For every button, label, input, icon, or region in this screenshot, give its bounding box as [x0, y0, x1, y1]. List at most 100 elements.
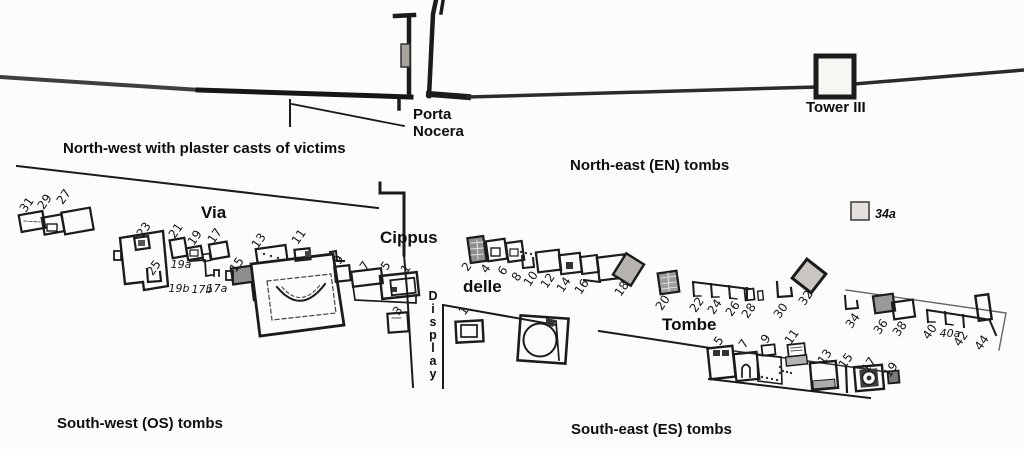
tomb-11-monument-core: [305, 251, 311, 257]
nw-enclosure-top: [290, 102, 406, 128]
tomb-17-es: [852, 363, 886, 393]
tomb-17ab-bracket: [213, 269, 220, 277]
tomb-7-es-altar: [741, 363, 751, 378]
tower-iii-structure: [813, 53, 857, 100]
tomb-11-inner-dashed: [266, 273, 337, 321]
es-north-boundary: [597, 329, 712, 350]
tomb-26-tooth: [727, 284, 732, 300]
tomb-17-es-dot: [866, 375, 872, 381]
tomb-29-inner: [46, 223, 58, 232]
tomb-30-bracket: [775, 280, 794, 299]
tomb-24-tooth: [709, 282, 714, 299]
label-tomb-34a: 34a: [875, 207, 896, 221]
tomb-20-hatch-4: [667, 272, 670, 292]
tomb-label-22: 22: [687, 294, 707, 315]
label-tombe: Tombe: [662, 315, 717, 334]
tomb-label-38: 38: [890, 318, 910, 339]
tomb-11-es-dots: [785, 370, 789, 374]
tomb-2-hatch-4: [476, 239, 479, 260]
tomb-19ab-bracket: [189, 259, 214, 278]
tomb-label-9: 9: [758, 332, 774, 346]
tomb-label-11: 11: [289, 226, 309, 247]
tomb-32: [790, 257, 828, 295]
tomb-44-tick: [988, 319, 998, 337]
tomb-38: [890, 298, 917, 321]
tomb-25-bracket: [145, 267, 163, 284]
tomb-23-monument: [132, 234, 152, 252]
tomb-1-es: [454, 319, 485, 344]
tomb-label-19a: 19a: [171, 258, 192, 271]
gate-right-jamb: [426, 0, 439, 99]
tomb-10: [534, 248, 563, 274]
dotted-path-en: [524, 251, 528, 255]
tomb-label-1: 1: [456, 304, 472, 318]
tomb-9-es-monument: [760, 343, 777, 357]
tomb-11-enclosure: [249, 252, 346, 338]
tomb-9-os: [333, 264, 352, 283]
label-porta-nocera: Porta Nocera: [413, 106, 464, 141]
tomb-9-es-dots: [760, 375, 764, 379]
dotted-path-en: [519, 250, 523, 254]
tomb-15-es-wall: [844, 365, 849, 394]
tomb-9-es-dots: [778, 371, 782, 375]
label-southwest-tombs: South-west (OS) tombs: [57, 415, 223, 432]
tomb-5-core: [392, 287, 397, 292]
tomb-31: [17, 209, 47, 234]
es-west-boundary: [441, 303, 558, 327]
dotted-path-en: [529, 252, 533, 256]
tombs-22-28-baseline: [691, 280, 752, 291]
tomb-23-tick: [113, 250, 122, 261]
tomb-label-40: 40: [920, 321, 940, 342]
gate-hook: [392, 12, 417, 19]
tomb-label-24: 24: [705, 296, 725, 317]
road-west-edge: [402, 253, 415, 389]
tomb-label-16: 16: [572, 276, 592, 297]
label-northwest-area: North-west with plaster casts of victims: [63, 140, 346, 157]
label-tower-iii: Tower III: [806, 99, 866, 116]
tomb-11-es-line-a: [790, 346, 803, 349]
tomb-label-19: 19: [185, 227, 205, 248]
gate-right-stub: [438, 0, 445, 16]
tomb-13-texture: [262, 252, 266, 256]
tomb-label-14: 14: [554, 274, 574, 295]
gate-door: [400, 43, 411, 68]
tomb-9-es-dots: [778, 365, 782, 369]
tomb-9-es-dots: [770, 377, 774, 381]
tomb-label-26: 26: [723, 298, 743, 319]
tomb-4: [484, 237, 509, 263]
tomb-28-monument: [743, 287, 756, 302]
tomb-1-es-inner: [460, 324, 478, 338]
tomb-23-core: [138, 240, 145, 246]
tomb-2-hatch-3: [470, 253, 484, 256]
tomb-16-foot: [582, 278, 602, 284]
tomb-label-20: 20: [653, 292, 673, 313]
label-delle: delle: [463, 277, 502, 296]
city-wall-east-b: [466, 85, 818, 99]
tomb-label-19b: 19b: [169, 282, 190, 295]
tomb-5-es-core-a: [713, 350, 720, 356]
tomb-26-foot: [729, 297, 738, 300]
tomb-11-es-dots: [789, 371, 793, 375]
tomb-label-17a: 17a: [207, 282, 228, 295]
city-wall-west-a: [0, 74, 203, 93]
tomb-label-34: 34: [843, 310, 863, 331]
tomb-11-es-dots: [781, 369, 785, 373]
tomb-13-texture: [269, 254, 273, 258]
tomb-11-ne-step: [328, 249, 345, 262]
tomb-9-es-dots: [775, 378, 779, 382]
tomb-label-29: 29: [35, 191, 55, 212]
city-wall-east-a: [425, 90, 472, 101]
tomb-11-es-platform: [784, 354, 809, 367]
tomb-19-es: [886, 369, 901, 385]
label-northeast-tombs: North-east (EN) tombs: [570, 157, 730, 174]
tomb-11-es-line-b: [790, 349, 803, 352]
tomb-5-inner: [389, 276, 417, 297]
tomb-27: [60, 206, 95, 236]
schola-blob: [546, 318, 556, 327]
tomb-19: [184, 244, 205, 262]
tomb-8-bracket: [520, 254, 536, 270]
tomb-20-hatch-3: [661, 286, 678, 290]
tomb-13-es: [808, 359, 840, 392]
tombs-40-44-baseline: [925, 308, 987, 321]
